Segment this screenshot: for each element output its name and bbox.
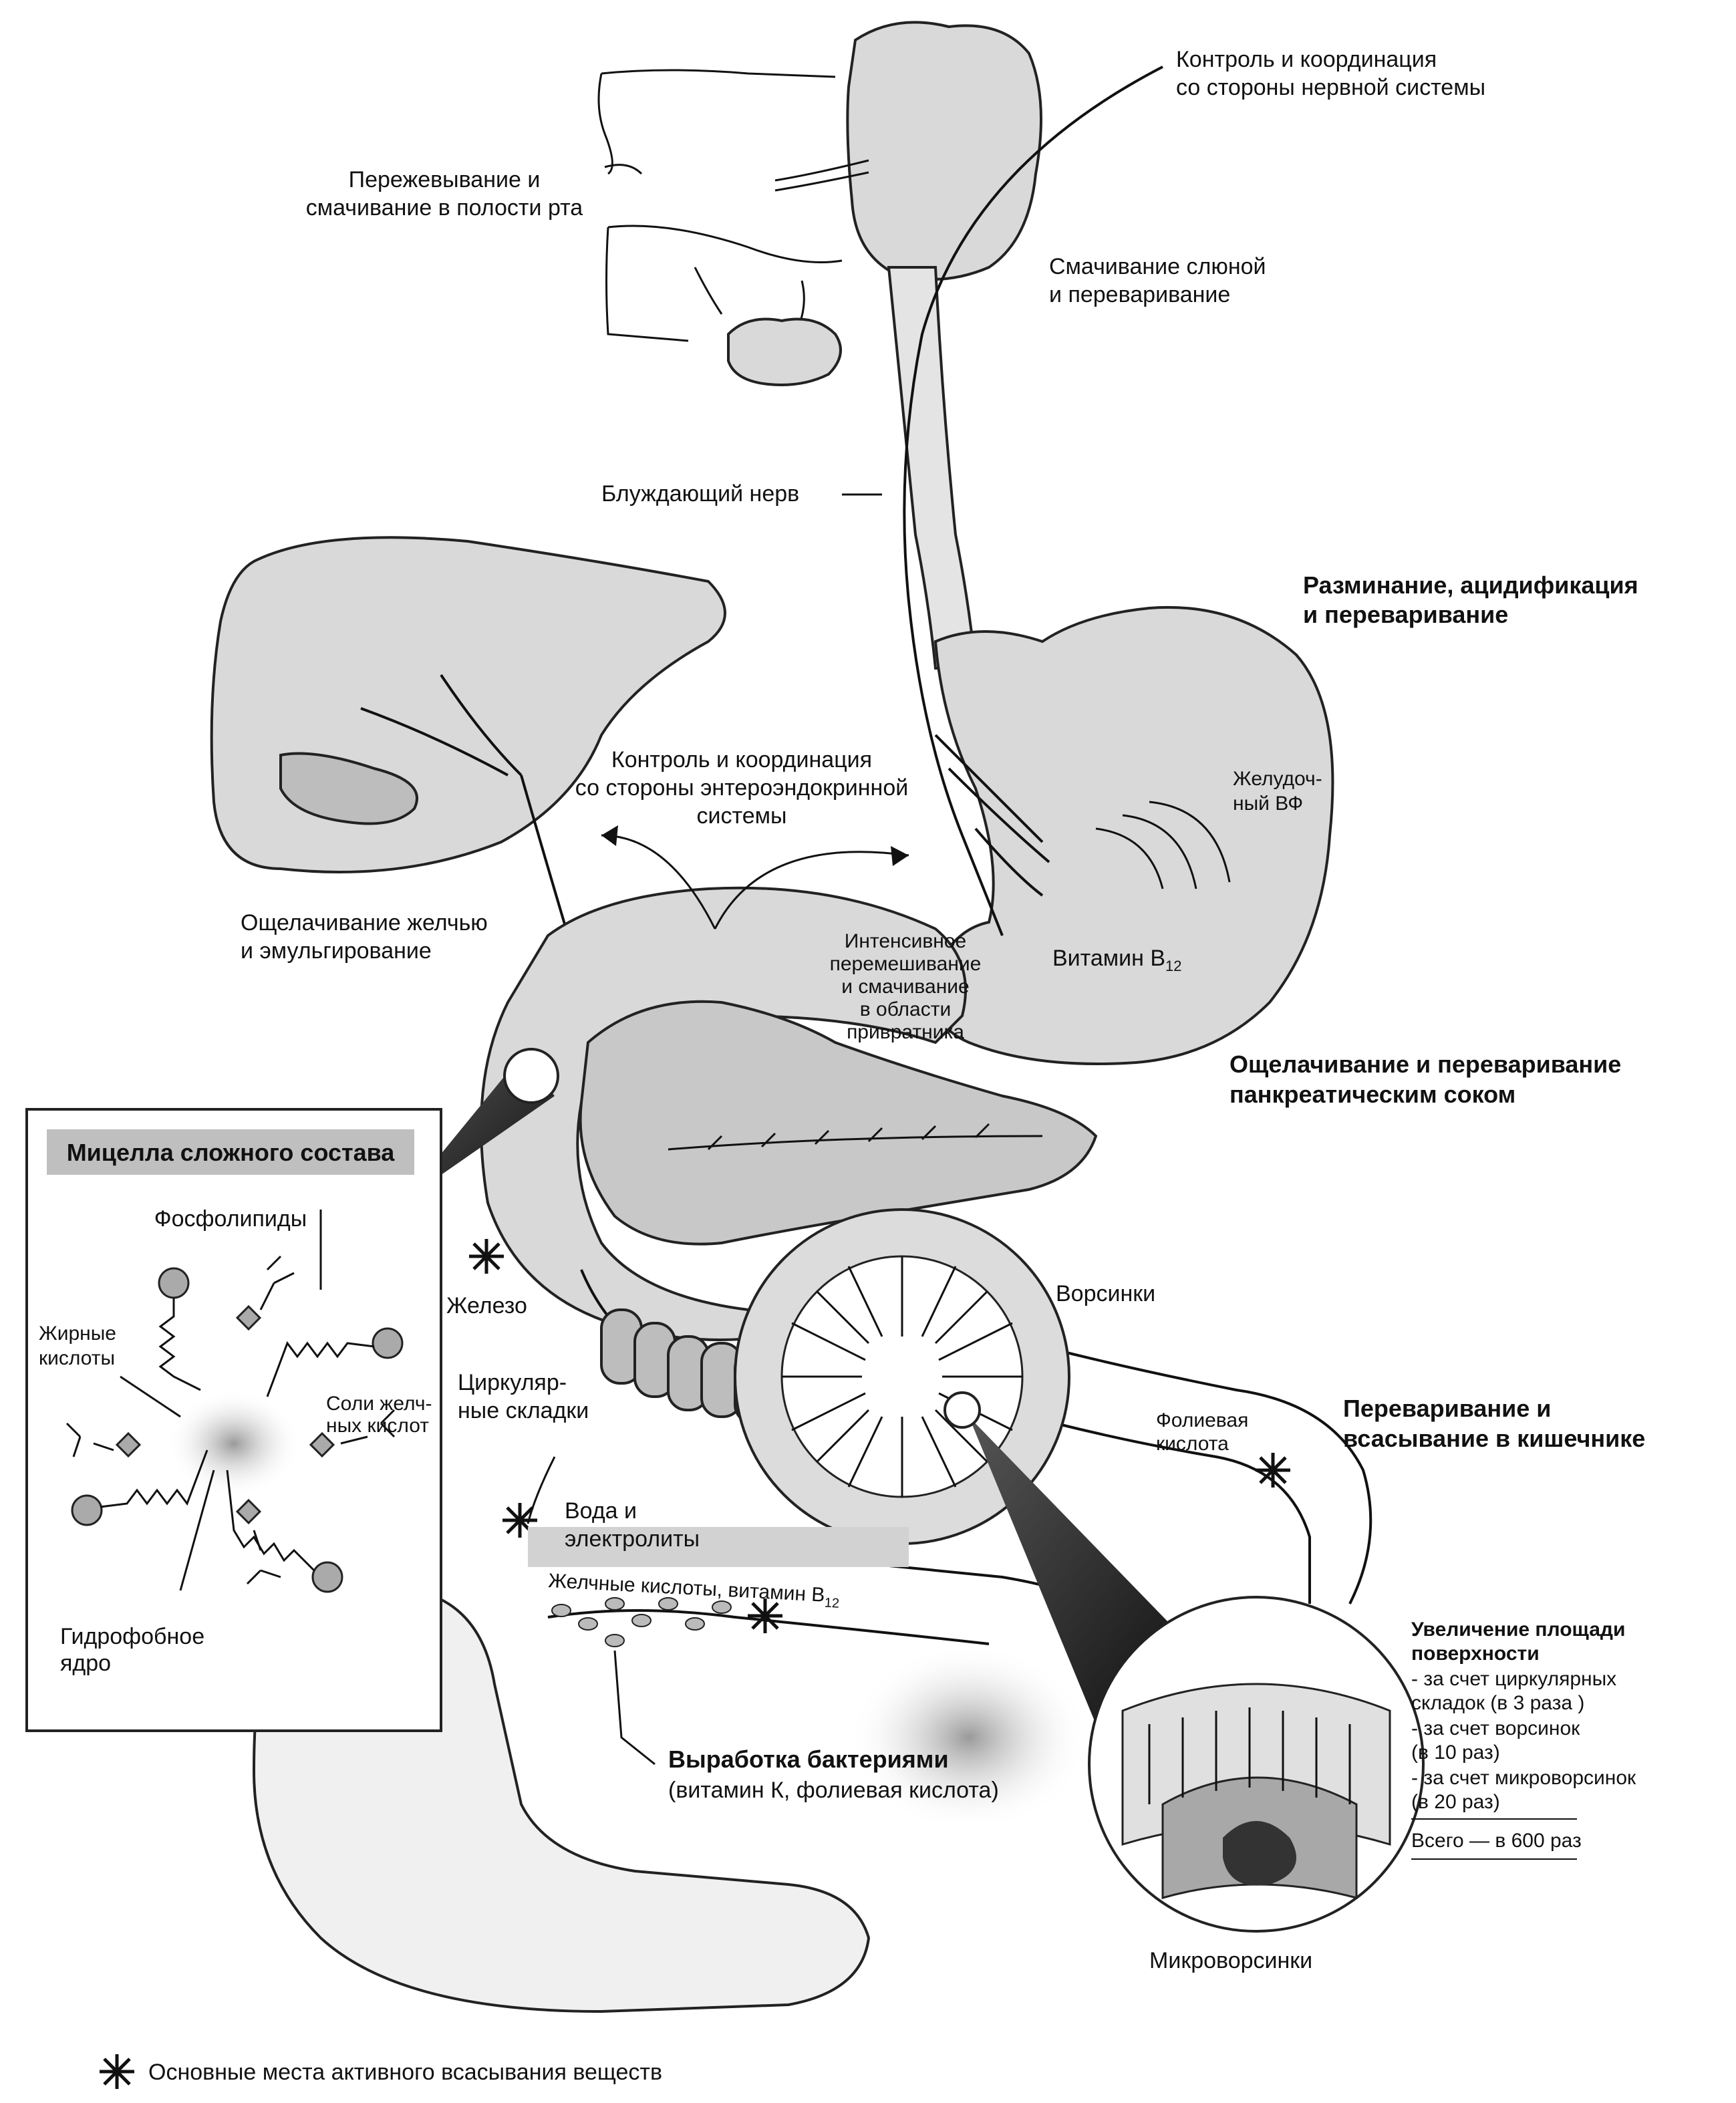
pylorus-label-3: и смачивание (841, 976, 969, 998)
villi-label: Ворсинки (1056, 1281, 1155, 1306)
pylorus-label-4: в области (860, 998, 951, 1020)
gastric-if-label-2: ный ВФ (1233, 793, 1303, 815)
water-label-1: Вода и (565, 1498, 637, 1524)
pancreatic-label-2: панкреатическим соком (1229, 1081, 1515, 1108)
bacteria-sub: (витамин К, фолиевая кислота) (668, 1778, 999, 1803)
bile-label-2: и эмульгирование (241, 938, 432, 964)
surface-item-4: (в 10 раз) (1411, 1741, 1500, 1764)
legend-star-icon (100, 2054, 134, 2089)
bacteria-dots (551, 1597, 732, 1647)
pylorus-label-2: перемешивание (830, 953, 982, 975)
iron-label: Железо (446, 1293, 527, 1318)
esophagus (887, 266, 978, 670)
micelle-title: Мицелла сложного состава (67, 1139, 396, 1166)
entero-control-label-1: Контроль и координация (611, 747, 872, 773)
circular-folds-label-1: Циркуляр- (458, 1370, 567, 1395)
hydrophobic-core-label-2: ядро (60, 1651, 111, 1676)
stomach-process-label-2: и переваривание (1303, 601, 1508, 628)
folic-acid-label-1: Фолиевая (1156, 1409, 1248, 1431)
duodenum-pancreas (480, 886, 1098, 1341)
salivary-gland-small (727, 317, 842, 386)
micelle-source-circle (503, 1048, 559, 1104)
fatty-acids-label-2: кислоты (39, 1347, 115, 1369)
micelle-inset: Мицелла сложного состава Фосфолипиды Жир… (25, 1108, 442, 1732)
hydrophobic-core-label-1: Гидрофобное (60, 1624, 204, 1649)
microvilli-crosssection (1088, 1596, 1425, 1933)
vagus-label: Блуждающий нерв (601, 481, 799, 507)
water-label-2: электролиты (565, 1526, 700, 1552)
neuro-control-label-2: со стороны нервной системы (1176, 75, 1485, 100)
pylorus-label-5: привратника (847, 1021, 964, 1043)
pylorus-label-1: Интенсивное (845, 930, 966, 952)
phospholipids-label: Фосфолипиды (154, 1206, 307, 1232)
vagus-nerve (903, 65, 1163, 936)
neuro-control-label-1: Контроль и координация (1176, 47, 1437, 72)
water-label-band (528, 1527, 909, 1567)
chewing-label-2: смачивание в полости рта (306, 195, 583, 221)
intestine-label-1: Переваривание и (1343, 1395, 1551, 1422)
bile-acids-label: Желчные кислоты, витамин B12 (547, 1570, 840, 1611)
surface-total: Всего — в 600 раз (1411, 1830, 1582, 1852)
microvilli-label: Микроворсинки (1149, 1948, 1312, 1973)
absorption-star-iron (469, 1239, 504, 1274)
absorption-star-folic-acid (1256, 1453, 1290, 1488)
bile-label-1: Ощелачивание желчью (241, 910, 488, 936)
pancreas (579, 1000, 1098, 1246)
surface-item-5: - за счет микроворсинок (1411, 1767, 1636, 1789)
chewing-label-1: Пережевывание и (349, 167, 541, 192)
mouth-illustration (597, 21, 1042, 386)
saliva-label-2: и переваривание (1049, 282, 1230, 307)
micelle-molecules (65, 1210, 404, 1593)
legend-label: Основные места активного всасывания веще… (148, 2060, 662, 2085)
gastric-if-label-1: Желудоч- (1233, 768, 1322, 790)
pancreatic-label-1: Ощелачивание и переваривание (1229, 1050, 1621, 1078)
vitamin-b12-label: Витамин B12 (1052, 946, 1182, 974)
entero-control-label-2: со стороны энтероэндокринной (575, 775, 908, 801)
stomach (931, 605, 1334, 1065)
bacteria-title: Выработка бактериями (668, 1745, 949, 1773)
entero-control-label-3: системы (697, 803, 787, 829)
surface-item-2: складок (в 3 раза ) (1411, 1692, 1584, 1714)
folic-acid-label-2: кислота (1156, 1433, 1229, 1455)
surface-item-1: - за счет циркулярных (1411, 1668, 1616, 1690)
surface-item-3: - за счет ворсинок (1411, 1717, 1580, 1739)
surface-title-1: Увеличение площади (1411, 1619, 1625, 1641)
bile-salts-label-2: ных кислот (326, 1415, 429, 1437)
parotid-gland (846, 21, 1042, 281)
saliva-label-1: Смачивание слюной (1049, 254, 1266, 279)
gallbladder (279, 752, 418, 825)
surface-title-2: поверхности (1411, 1643, 1540, 1665)
stomach-process-label-1: Разминание, ацидификация (1303, 571, 1638, 599)
bile-salts-label-1: Соли желч- (326, 1393, 432, 1415)
liver (210, 536, 726, 1110)
fatty-acids-label-1: Жирные (39, 1322, 116, 1345)
intestine-label-2: всасывание в кишечнике (1343, 1425, 1645, 1452)
surface-item-6: (в 20 раз) (1411, 1791, 1500, 1813)
entero-control-arrows (601, 825, 909, 930)
circular-folds-label-2: ные складки (458, 1398, 589, 1423)
villi-crosssection (734, 1208, 1189, 1724)
